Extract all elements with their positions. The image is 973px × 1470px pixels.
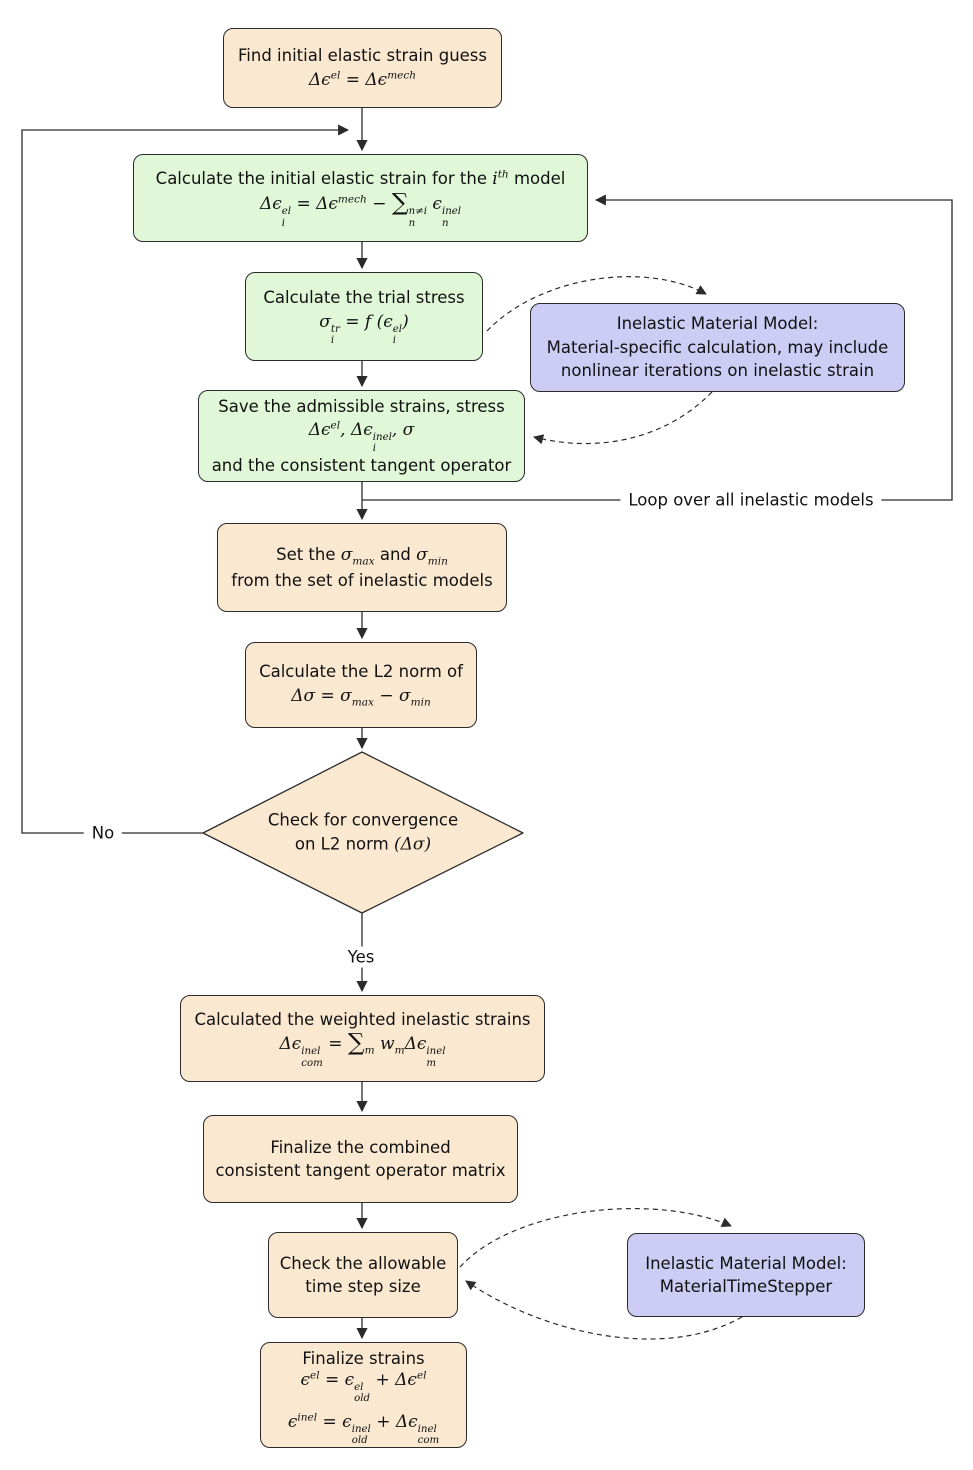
node-material-time-stepper: Inelastic Material Model:MaterialTimeSte… — [627, 1233, 865, 1317]
dashed-model-to-save — [533, 391, 713, 445]
dashed-trial-to-model — [486, 276, 707, 332]
node-inelastic-material-model-calculation: Inelastic Material Model:Material-specif… — [530, 303, 905, 392]
node-calculate-initial-elastic-strain: Calculate the initial elastic strain for… — [133, 154, 588, 242]
dashed-checkstep-to-stepper — [459, 1208, 732, 1268]
node-weighted-inelastic-strains: Calculated the weighted inelastic strain… — [180, 995, 545, 1082]
edge-label-no: No — [83, 822, 123, 844]
decision-diamond-shape — [202, 751, 524, 914]
edge-label-yes: Yes — [339, 946, 383, 968]
edge-label-loop: Loop over all inelastic models — [620, 489, 882, 511]
dashed-stepper-to-checkstep — [465, 1280, 743, 1340]
